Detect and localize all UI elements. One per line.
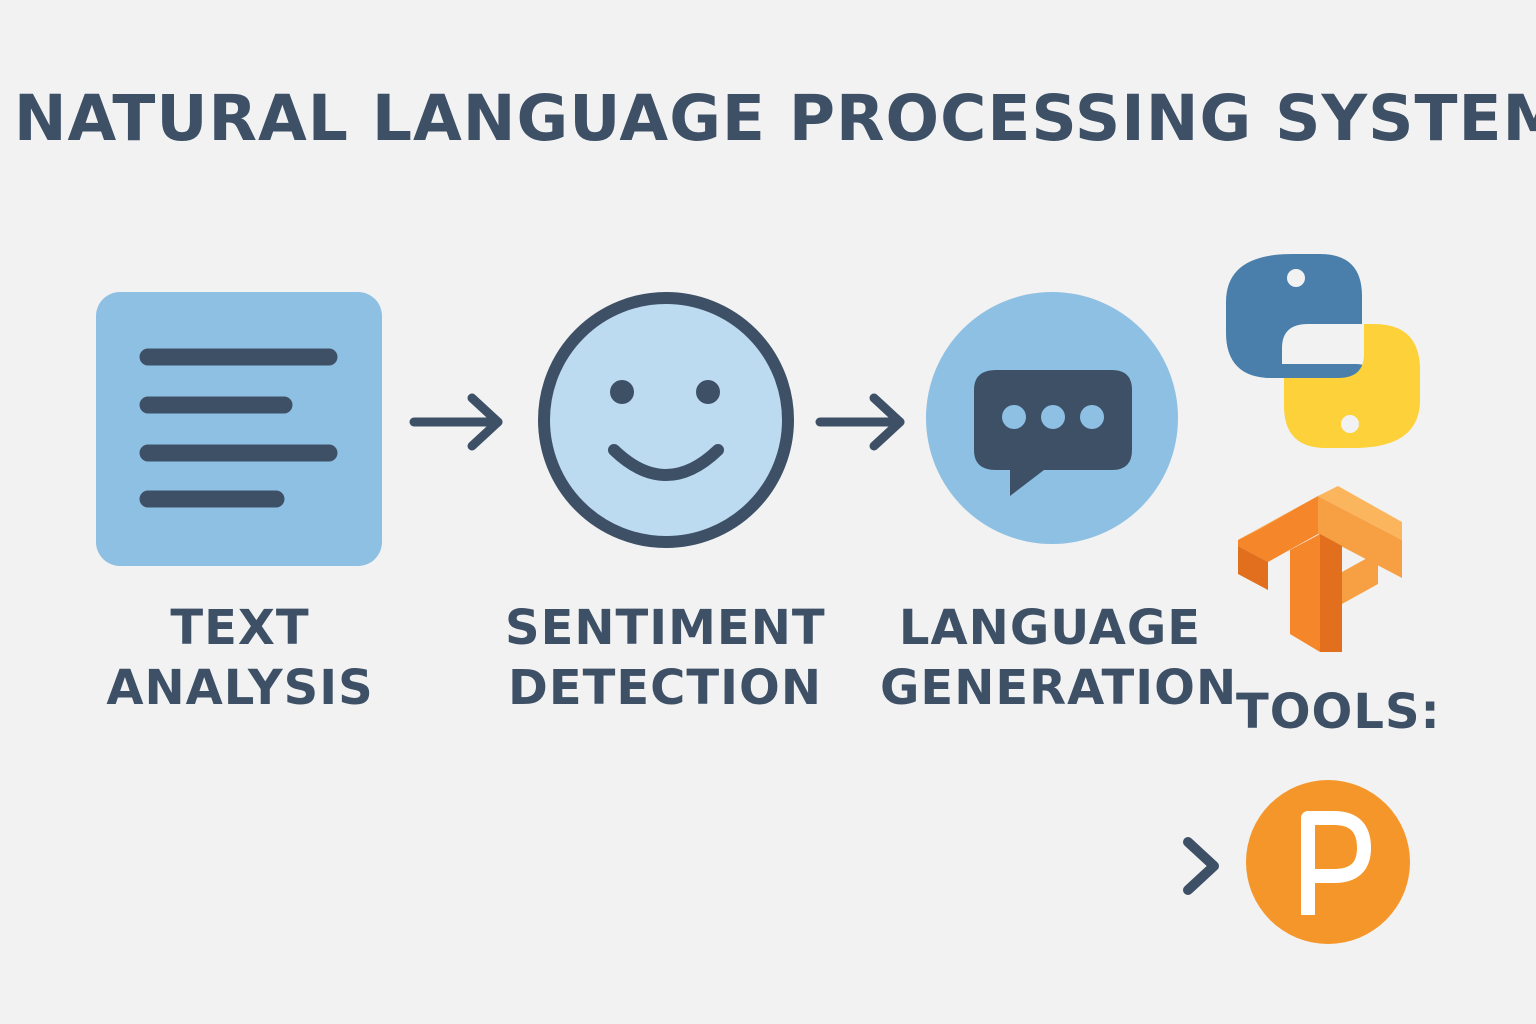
tools-label: TOOLS: [1236,684,1441,740]
tensorflow-logo-icon [1238,482,1402,654]
speech-bubble-icon [924,290,1180,546]
pytorch-style-p-logo-icon [1246,780,1410,944]
page-title: NATURAL LANGUAGE PROCESSING SYSTEM [13,82,1536,155]
arrow-right-icon [408,392,508,452]
document-icon [96,292,382,566]
step-label-sentiment-detection: SENTIMENT DETECTION [505,600,826,716]
arrow-right-icon [814,392,914,452]
python-logo-icon [1222,252,1424,450]
step-label-text-analysis: TEXT ANALYSIS [106,600,374,716]
smiley-face-icon [536,290,796,550]
chevron-right-icon [1176,834,1226,898]
step-label-language-generation: LANGUAGE GENERATION [880,600,1238,716]
